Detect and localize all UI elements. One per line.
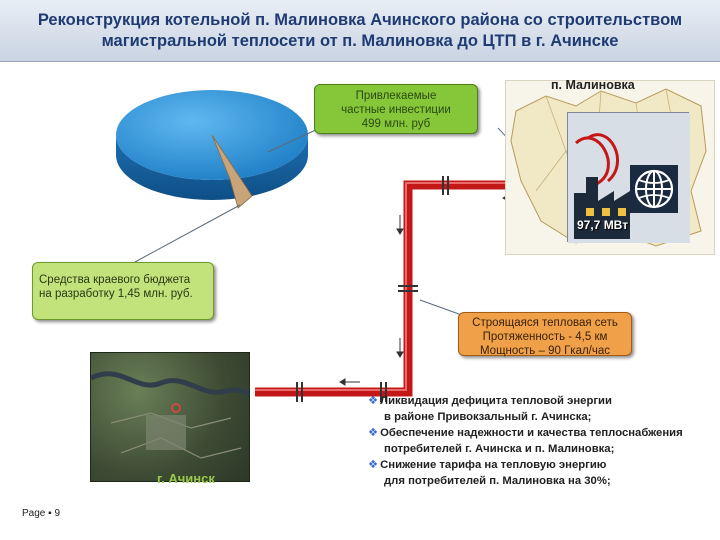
page-number: Page ▪ 9 bbox=[22, 508, 61, 519]
callout-heating-network: Строящаяся тепловая сеть Протяженность -… bbox=[458, 312, 632, 357]
factory-icon bbox=[568, 113, 690, 243]
diamond-bullet-icon: ❖ bbox=[368, 427, 379, 439]
diamond-bullet-icon: ❖ bbox=[368, 459, 379, 471]
connector-budget-to-pie bbox=[134, 204, 241, 263]
page-title-line-2: магистральной теплосети от п. Малиновка … bbox=[101, 31, 619, 50]
satellite-image-detail bbox=[91, 371, 249, 459]
page-title-line-1: Реконструкция котельной п. Малиновка Ачи… bbox=[37, 10, 683, 29]
regional-budget-line-1: Средства краевого бюджета bbox=[39, 274, 191, 286]
investment-pie-chart bbox=[116, 90, 308, 209]
benefit-item: ❖Снижение тарифа на тепловую энергию для… bbox=[368, 457, 713, 489]
benefits-list: ❖Ликвидация дефицита тепловой энергии в … bbox=[368, 393, 713, 489]
benefit-1-line-2: в районе Привокзальный г. Ачинска; bbox=[384, 411, 592, 423]
benefit-item: ❖Обеспечение надежности и качества тепло… bbox=[368, 425, 713, 457]
flow-arrow-4 bbox=[339, 378, 346, 386]
pipe-flanges bbox=[296, 176, 449, 402]
private-investment-line-1: Привлекаемые bbox=[355, 90, 437, 102]
benefit-item: ❖Ликвидация дефицита тепловой энергии в … bbox=[368, 393, 713, 425]
heating-network-line-3: Мощность – 90 Гкал/час bbox=[479, 345, 611, 357]
diamond-bullet-icon: ❖ bbox=[368, 395, 379, 407]
flow-arrow-2 bbox=[396, 228, 404, 235]
city-label: г. Ачинск bbox=[157, 471, 215, 486]
satellite-image-achinsk bbox=[90, 352, 250, 482]
benefit-3-line-2: для потребителей п. Малиновка на 30%; bbox=[384, 475, 611, 487]
benefit-3-line-1: Снижение тарифа на тепловую энергию bbox=[380, 459, 607, 471]
callout-private-investment: Привлекаемые частные инвестиции 499 млн.… bbox=[314, 84, 478, 134]
heating-network-line-1: Строящаяся тепловая сеть bbox=[472, 317, 618, 329]
title-bar: Реконструкция котельной п. Малиновка Ачи… bbox=[0, 0, 720, 62]
map-title: п. Малиновка bbox=[551, 78, 635, 92]
private-investment-line-2: частные инвестиции bbox=[341, 104, 451, 116]
benefit-2-line-2: потребителей г. Ачинска и п. Малиновка; bbox=[384, 443, 615, 455]
benefit-2-line-1: Обеспечение надежности и качества теплос… bbox=[380, 427, 683, 439]
callout-regional-budget: Средства краевого бюджета на разработку … bbox=[32, 262, 214, 320]
power-capacity-label: 97,7 МВт bbox=[577, 218, 629, 232]
river bbox=[91, 371, 249, 397]
globe-icon bbox=[630, 165, 678, 213]
regional-budget-line-2: на разработку 1,45 млн. руб. bbox=[39, 288, 193, 300]
private-investment-line-3: 499 млн. руб bbox=[361, 118, 431, 130]
flow-arrow-3 bbox=[396, 351, 404, 358]
heating-network-line-2: Протяженность - 4,5 км bbox=[482, 331, 608, 343]
boiler-house-sign bbox=[567, 112, 690, 243]
benefit-1-line-1: Ликвидация дефицита тепловой энергии bbox=[380, 395, 612, 407]
